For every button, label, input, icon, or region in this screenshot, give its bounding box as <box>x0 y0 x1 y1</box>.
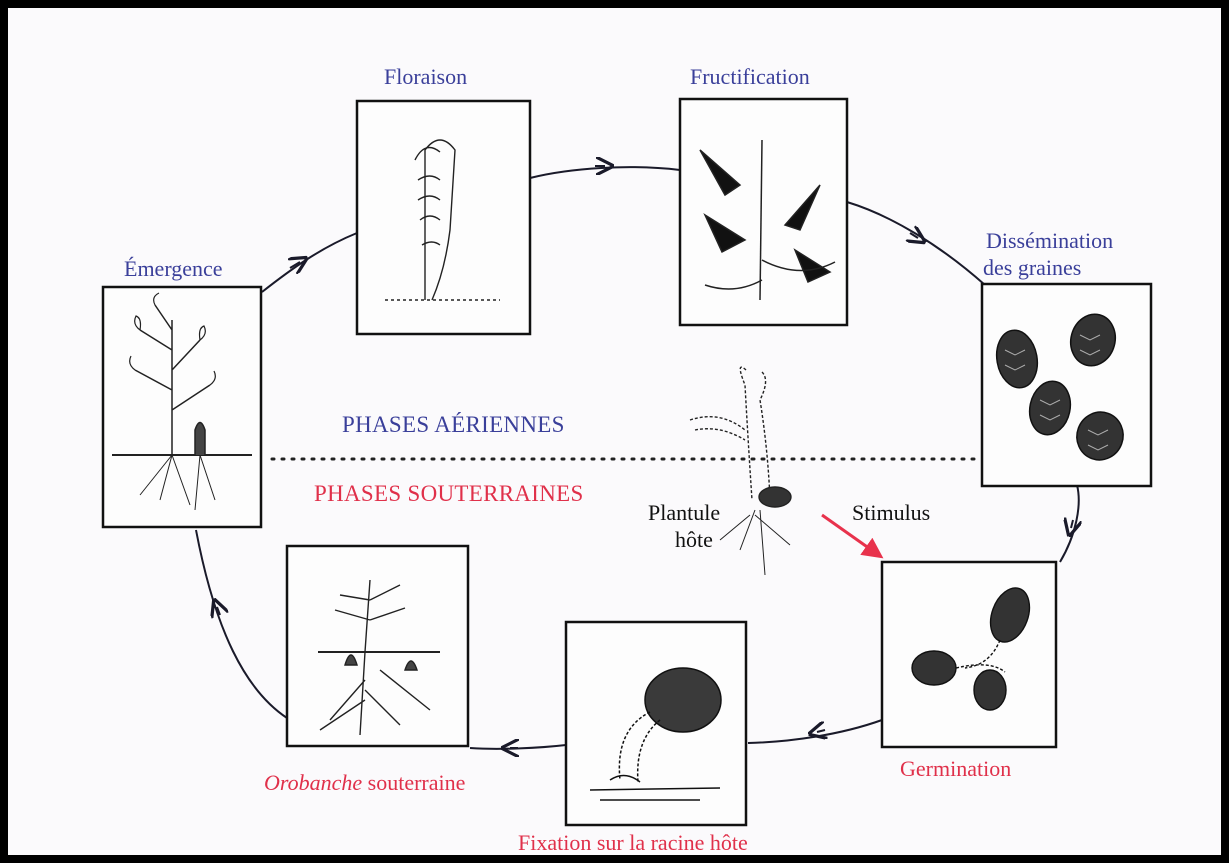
label-emergence: Émergence <box>124 256 223 282</box>
label-orobanche-rest: souterraine <box>362 770 465 795</box>
box-orobanche <box>287 546 468 746</box>
arrow-fructification-to-dissemination <box>847 202 985 285</box>
label-orobanche-italic: Orobanche <box>264 770 362 795</box>
label-dissemination-1: Dissémination <box>986 228 1113 254</box>
label-orobanche-souterraine: Orobanche souterraine <box>264 770 465 796</box>
label-phases-souterraines: PHASES SOUTERRAINES <box>314 481 584 507</box>
box-emergence <box>103 287 261 527</box>
boxes <box>103 99 1151 825</box>
box-germination <box>882 562 1056 747</box>
label-floraison: Floraison <box>384 64 467 90</box>
label-hote: hôte <box>675 527 713 553</box>
label-fixation: Fixation sur la racine hôte <box>518 830 748 856</box>
arrow-emergence-to-floraison <box>262 233 357 292</box>
arrow-germination-to-fixation <box>748 720 882 743</box>
box-fructification <box>680 99 847 325</box>
box-floraison <box>357 101 530 334</box>
label-fructification: Fructification <box>690 64 810 90</box>
box-dissemination <box>982 284 1151 486</box>
label-phases-aeriennes: PHASES AÉRIENNES <box>342 412 565 438</box>
label-stimulus: Stimulus <box>852 500 930 526</box>
arrow-orobanche-to-emergence <box>196 530 287 718</box>
label-plantule: Plantule <box>648 500 720 526</box>
arrow-floraison-to-fructification <box>530 167 680 178</box>
label-germination: Germination <box>900 756 1011 782</box>
label-dissemination-2: des graines <box>983 255 1081 281</box>
arrow-dissemination-to-germination <box>1060 485 1079 562</box>
